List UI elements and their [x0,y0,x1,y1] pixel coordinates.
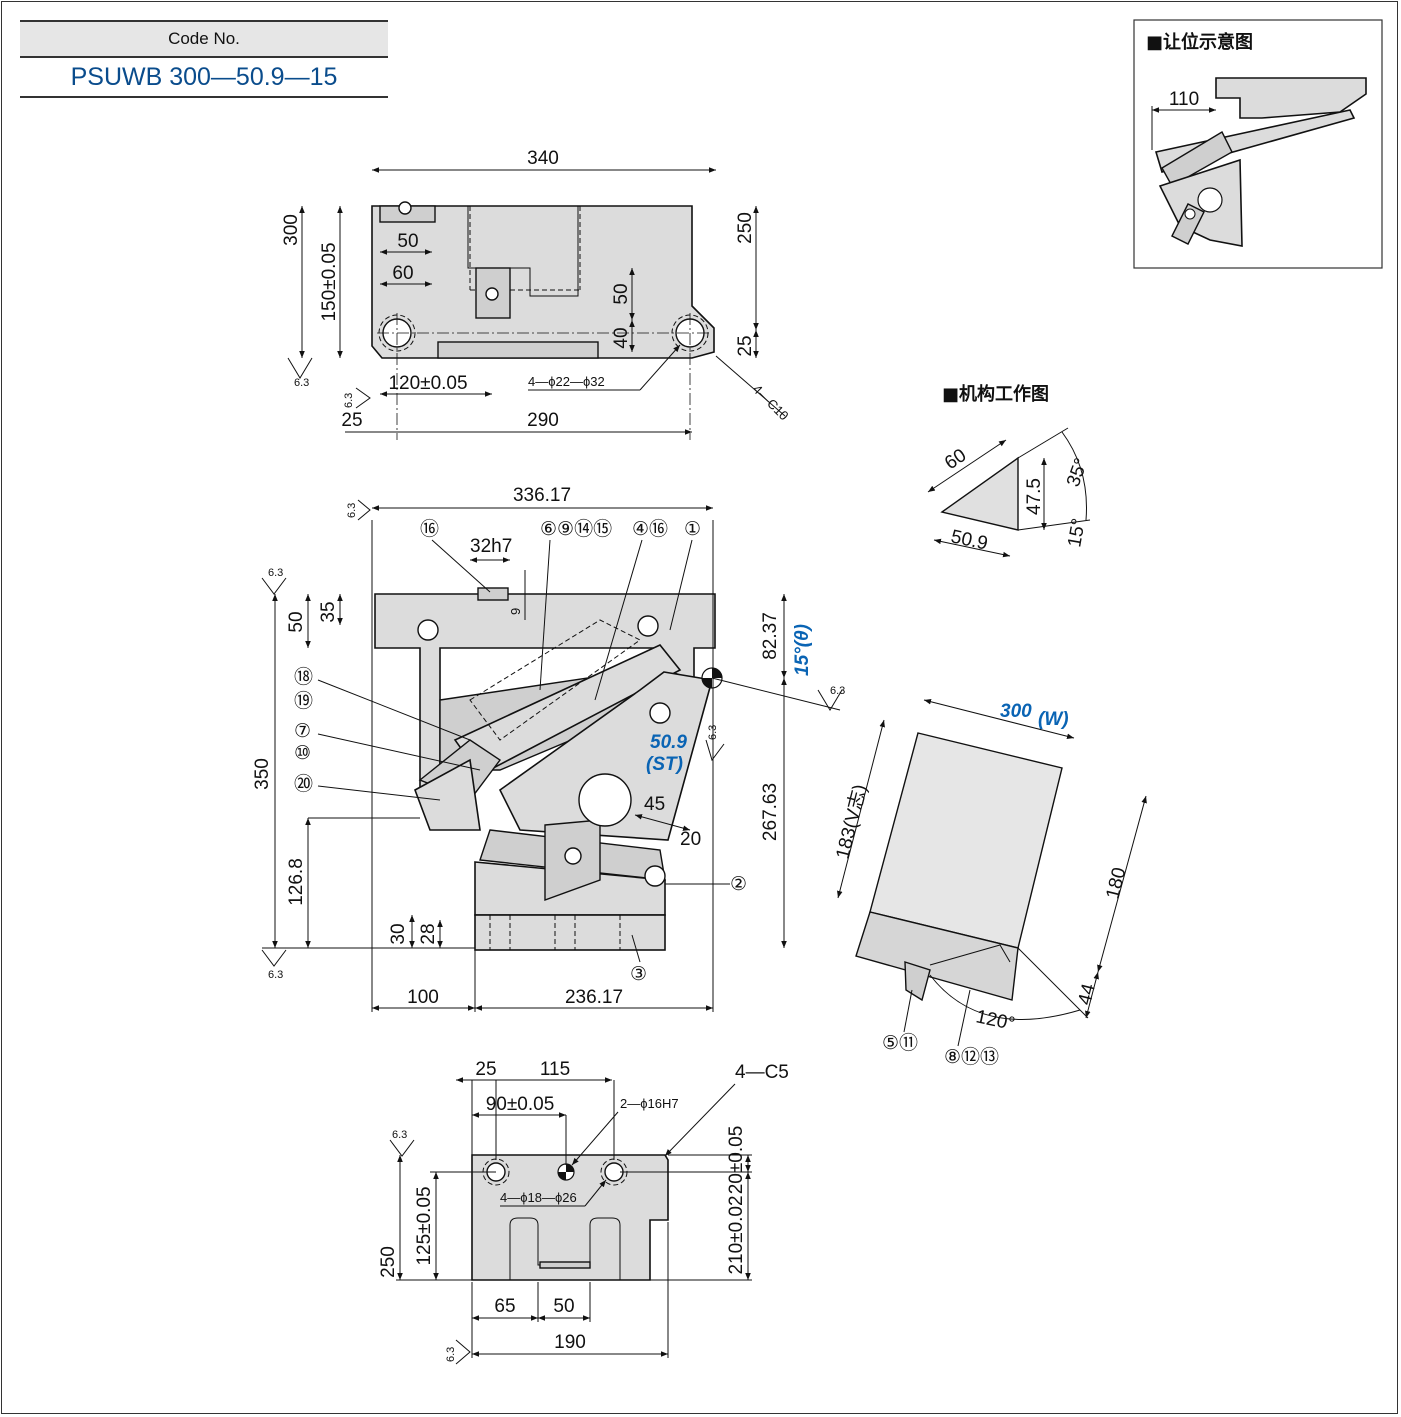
front-rough-2: 6.3 [268,567,283,579]
side-view: 300 (W) 183(V志) 180 44 120° ⑤⑪ ⑧⑫⑬ [832,699,1147,1068]
front-dim-28: 28 [418,923,439,944]
bottom-dim-20: 20±0.05 [726,1126,747,1195]
mechanism-diagram: ■机构工作图 60 47.5 50.9 35° 15° [927,383,1093,558]
front-dim-267: 267.63 [760,783,781,841]
bottom-dim-210: 210±0.02 [726,1195,747,1274]
front-dim-30: 30 [388,923,409,944]
bottom-dim-190: 190 [554,1332,586,1353]
front-dim-336: 336.17 [513,485,571,506]
bottom-dim-90: 90±0.05 [486,1094,555,1115]
balloon-5-11: ⑤⑪ [882,1032,918,1054]
top-dim-340: 340 [527,148,559,169]
top-holes-note: 4—ϕ22—ϕ32 [528,374,605,389]
front-dim-35: 35 [318,601,339,622]
top-view: 340 300 150±0.05 50 60 50 40 250 25 120±… [281,148,792,440]
bottom-dim-25: 25 [475,1059,496,1080]
front-rough-3: 6.3 [268,969,283,981]
front-dim-350: 350 [252,758,273,790]
balloon-1: ① [684,519,701,540]
top-dim-60: 60 [392,263,413,284]
side-angle-120: 120° [974,1006,1017,1035]
side-w-value: 300 [1000,701,1032,722]
mech-angle-15: 15° [1064,517,1090,549]
front-rough-5: 6.3 [707,725,719,740]
mech-dim-47: 47.5 [1024,478,1045,515]
front-dim-126: 126.8 [286,858,307,906]
balloon-2: ② [730,874,747,895]
front-dim-45: 45 [644,794,665,815]
front-view: 336.17 6.3 32h7 9 350 50 35 126.8 30 28 … [252,485,845,1012]
front-stroke: 50.9 [650,732,687,753]
top-dim-120: 120±0.05 [388,373,467,394]
side-w-label: (W) [1038,709,1069,730]
bottom-chamfer-note: 4—C5 [735,1062,789,1083]
balloon-19: ⑲ [294,690,313,712]
front-angle: 15°(θ) [792,624,813,676]
top-dim-25-right: 25 [735,335,756,356]
front-dim-32h7: 32h7 [470,536,512,557]
balloon-6-9-14-15: ⑥⑨⑭⑮ [540,518,612,540]
bottom-rough-2: 6.3 [445,1347,457,1362]
front-dim-100: 100 [407,987,439,1008]
bottom-holes-note: 4—ϕ18—ϕ26 [500,1190,577,1205]
front-dim-236: 236.17 [565,987,623,1008]
front-rough-4: 6.3 [830,685,845,697]
balloon-18: ⑱ [294,666,313,688]
code-header: Code No. [20,20,388,58]
front-rough-1: 6.3 [346,503,358,518]
mechanism-title: ■机构工作图 [942,383,1049,405]
top-dim-40: 40 [611,327,632,348]
mech-dim-50: 50.9 [949,526,990,554]
balloon-8-12-13: ⑧⑫⑬ [944,1046,999,1068]
relief-title: ■让位示意图 [1146,31,1253,53]
top-chamfer-note: 4—C10 [750,382,792,424]
balloon-4-16: ④⑯ [632,518,668,540]
bottom-view: 25 115 90±0.05 2—ϕ16H7 4—C5 4—ϕ18—ϕ26 20… [378,1059,789,1365]
top-dim-300: 300 [281,214,302,246]
balloon-17: ⑯ [420,518,439,540]
top-dim-50-right: 50 [611,283,632,304]
code-value[interactable]: PSUWB 300—50.9—15 [20,58,388,98]
bottom-rough-1: 6.3 [392,1129,407,1141]
front-dim-50: 50 [286,611,307,632]
bottom-dim-125: 125±0.05 [414,1186,435,1265]
relief-inset: ■让位示意图 110 [1133,19,1383,269]
top-dim-250: 250 [735,212,756,244]
top-dim-290: 290 [527,410,559,431]
bottom-dim-115: 115 [540,1059,570,1080]
front-dim-82: 82.37 [760,612,781,660]
front-dim-20: 20 [680,829,701,850]
balloon-3: ③ [630,964,647,985]
relief-dim-110: 110 [1169,89,1199,110]
bottom-dim-65: 65 [494,1296,515,1317]
bottom-dowel-note: 2—ϕ16H7 [620,1096,679,1111]
bottom-dim-50: 50 [553,1296,574,1317]
top-rough-2: 6.3 [343,393,355,408]
top-dim-25-bottom: 25 [341,410,362,431]
bottom-dim-250: 250 [378,1246,399,1278]
side-dim-180: 180 [1102,865,1130,901]
mech-angle-35: 35° [1063,456,1093,490]
balloon-20: ⑳ [294,773,313,795]
code-box: Code No. PSUWB 300—50.9—15 [20,20,388,98]
side-dim-183: 183(V志) [832,782,872,861]
balloon-7: ⑦ [294,721,311,742]
top-dim-150: 150±0.05 [319,242,340,321]
top-rough-1: 6.3 [294,377,309,389]
side-dim-44: 44 [1074,981,1100,1007]
front-dim-9: 9 [508,608,523,615]
front-stroke-label: (ST) [646,754,683,775]
balloon-10: ⑩ [294,743,311,764]
mech-dim-60: 60 [941,445,970,474]
top-dim-50: 50 [397,231,418,252]
